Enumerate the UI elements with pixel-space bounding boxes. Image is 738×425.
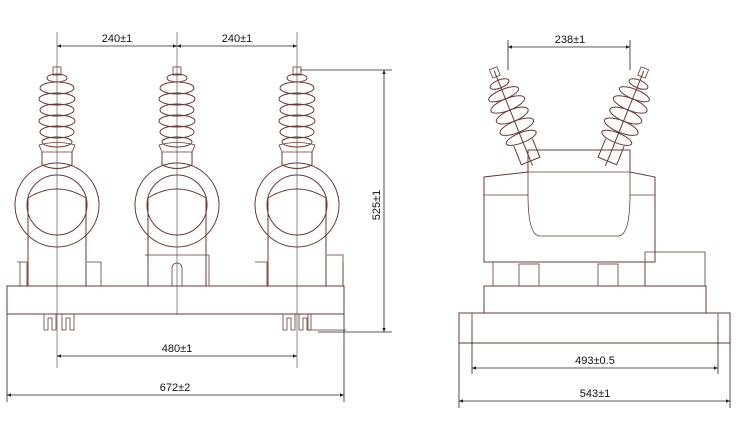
front-dim-base-width: 672±2 [160, 382, 191, 394]
side-dim-mount-width: 493±0.5 [575, 355, 615, 367]
front-view: 240±1 240±1 525±1 480±1 672±2 [6, 32, 392, 402]
side-bushing-right [597, 66, 650, 166]
front-base-plate [6, 285, 345, 315]
side-bushing-left [488, 66, 541, 166]
front-dim-outer-pitch: 480±1 [162, 343, 193, 355]
side-base-plate [458, 312, 731, 344]
front-unit-1 [14, 66, 102, 287]
front-dim-height: 525±1 [371, 190, 383, 221]
front-dim-pitch-right: 240±1 [222, 33, 253, 45]
side-dim-bushing-spacing: 238±1 [555, 34, 586, 46]
side-view: 238±1 493±0.5 543±1 [458, 34, 731, 408]
front-unit-3 [254, 66, 344, 287]
front-dim-pitch-left: 240±1 [102, 33, 133, 45]
side-dim-base-width: 543±1 [580, 388, 611, 400]
